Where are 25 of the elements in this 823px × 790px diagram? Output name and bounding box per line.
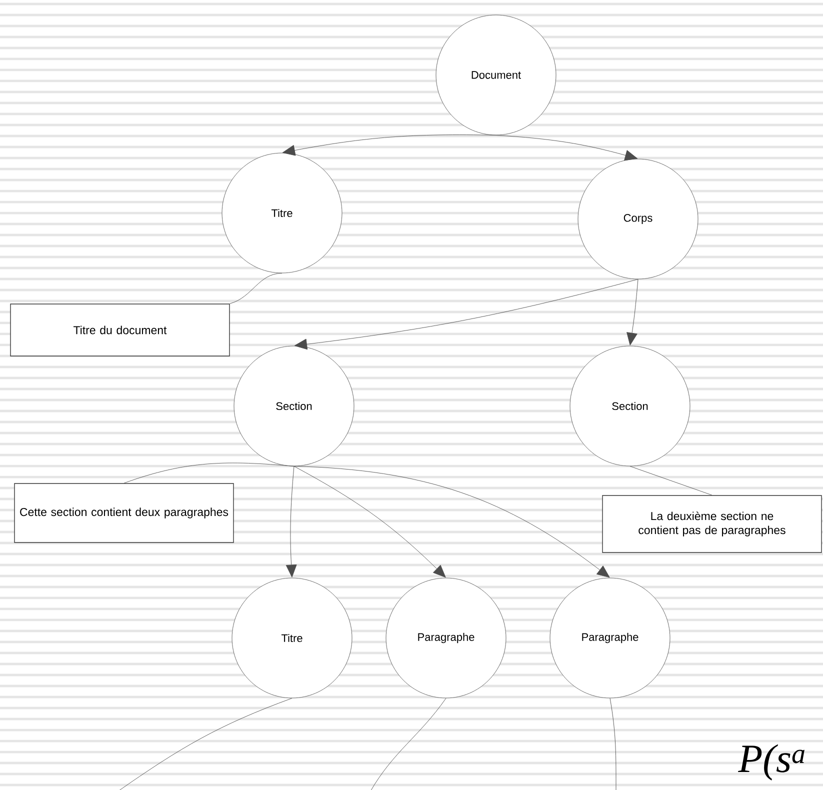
- formula-text: P(s$^{a}$: [738, 744, 804, 780]
- arrow: [294, 279, 638, 350]
- arrow: [282, 134, 496, 156]
- note-box: Cette section contient deux paragraphes: [14, 483, 234, 543]
- note-box: La deuxième section ne contient pas de paragraphes: [602, 495, 822, 553]
- arrow: [294, 466, 446, 578]
- connector-line: [124, 462, 294, 484]
- circle-node: Paragraphe: [550, 578, 670, 698]
- circle-node: Section: [234, 346, 354, 466]
- circle-node: Section: [570, 346, 690, 466]
- note-box: Titre du document: [10, 304, 230, 356]
- arrow: [626, 279, 638, 346]
- connector-line: [370, 698, 446, 790]
- circle-node: Corps: [578, 158, 698, 280]
- circle-node: Titre: [222, 152, 342, 274]
- circle-node: Titre: [232, 578, 352, 698]
- connector-line: [610, 698, 616, 790]
- arrow: [294, 466, 610, 578]
- connector-line: [116, 698, 292, 790]
- circle-node: Document: [436, 14, 556, 136]
- connector-line: [230, 273, 282, 304]
- arrow: [496, 135, 638, 161]
- connector-line: [630, 466, 712, 496]
- arrow: [286, 466, 297, 578]
- circle-node: Paragraphe: [386, 578, 506, 698]
